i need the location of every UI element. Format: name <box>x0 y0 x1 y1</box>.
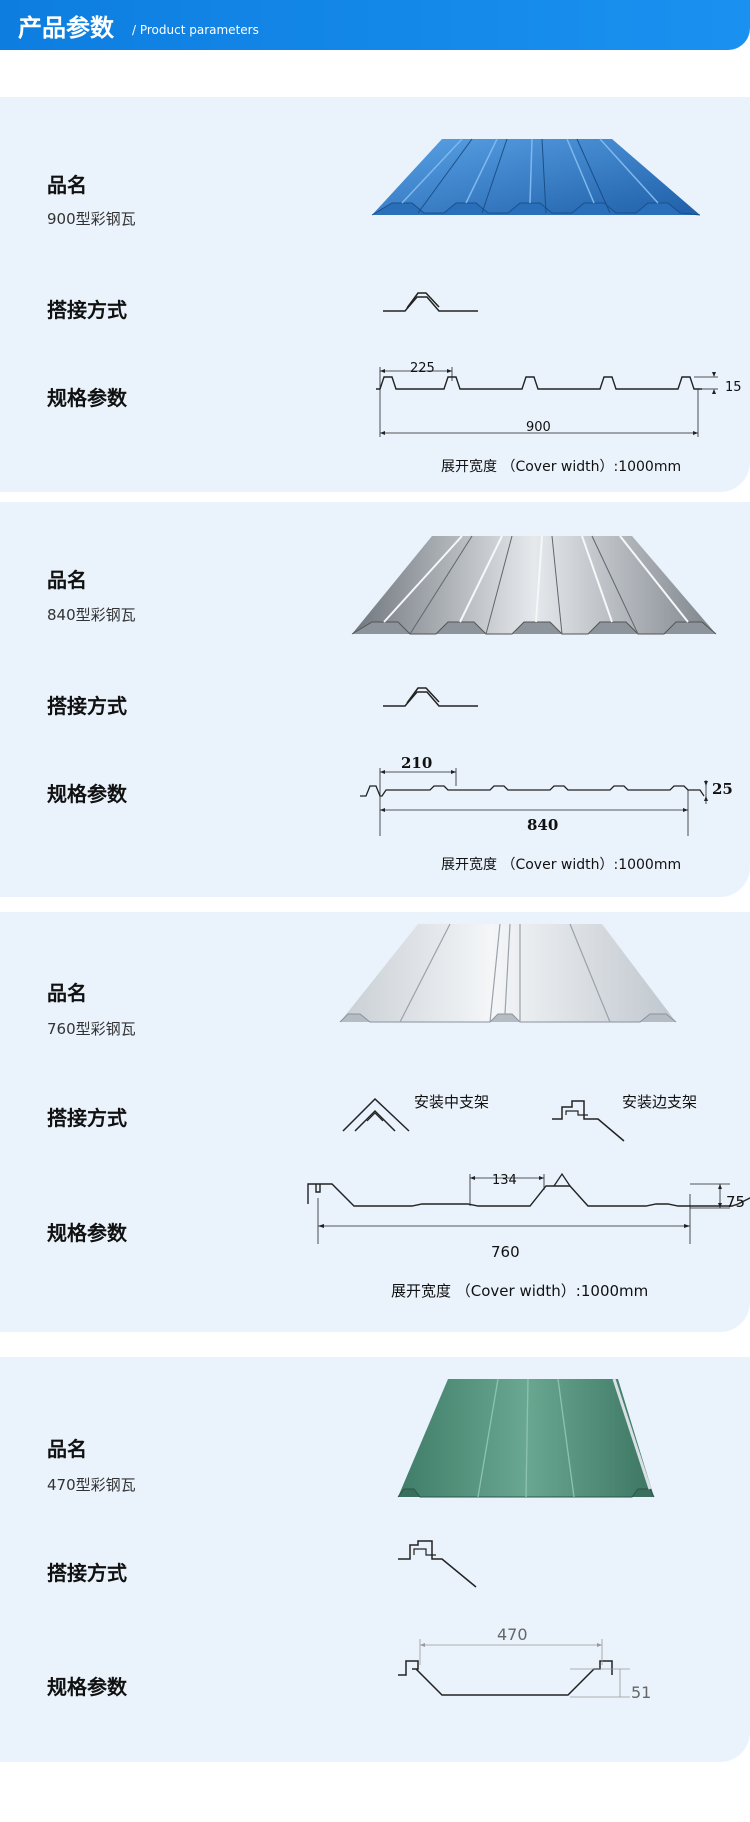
cover-width: 展开宽度 （Cover width）:1000mm <box>441 857 682 873</box>
product-panel-760: 品名 760型彩钢瓦 搭接方式 安装中支架 安装边支架 规格参数 <box>0 912 750 1332</box>
spec-width: 470 <box>497 1625 528 1644</box>
product-name-value: 840型彩钢瓦 <box>47 606 136 624</box>
spec-label: 规格参数 <box>47 1221 127 1245</box>
lap-method-label: 搭接方式 <box>47 1106 127 1130</box>
spec-label: 规格参数 <box>47 386 127 410</box>
product-image-840 <box>351 535 717 635</box>
spec-label: 规格参数 <box>47 1675 127 1699</box>
spec-diagram-840 <box>360 768 708 836</box>
spec-diagram-900 <box>376 367 718 437</box>
product-panel-470: 品名 470型彩钢瓦 搭接方式 规格参数 470 51 <box>0 1357 750 1762</box>
lap-diagram-760-middle <box>342 1097 410 1132</box>
spec-height: 15 <box>725 380 742 395</box>
lap-diagram-840 <box>383 687 478 707</box>
cover-width: 展开宽度 （Cover width）:1000mm <box>441 459 682 475</box>
product-name-value: 760型彩钢瓦 <box>47 1020 136 1038</box>
lap-diagram-900 <box>383 292 478 312</box>
lap-diagram-760-side <box>552 1100 625 1142</box>
lap-method-label: 搭接方式 <box>47 694 127 718</box>
product-panel-900: 品名 900型彩钢瓦 搭接方式 规格参数 <box>0 97 750 492</box>
lap-method-label: 搭接方式 <box>47 298 127 322</box>
lap-label-middle: 安装中支架 <box>414 1093 490 1111</box>
product-name-label: 品名 <box>47 981 87 1005</box>
page-header: 产品参数 / Product parameters <box>0 0 750 50</box>
spec-diagram-470 <box>398 1639 630 1698</box>
cover-width: 展开宽度 （Cover width）:1000mm <box>391 1282 649 1300</box>
product-image-470 <box>397 1378 655 1498</box>
spec-pitch: 225 <box>410 361 435 376</box>
page-title: 产品参数 <box>18 14 114 42</box>
spec-height: 75 <box>726 1193 746 1211</box>
product-name-value: 900型彩钢瓦 <box>47 210 136 228</box>
page-subtitle: / Product parameters <box>132 23 259 37</box>
spec-height: 25 <box>712 780 733 798</box>
spec-diagram-760 <box>307 1172 750 1244</box>
product-image-760 <box>339 923 677 1023</box>
product-name-label: 品名 <box>47 173 87 197</box>
spec-width: 840 <box>527 816 559 834</box>
spec-pitch: 134 <box>492 1173 517 1188</box>
product-image-900 <box>371 138 701 216</box>
product-name-label: 品名 <box>47 568 87 592</box>
lap-method-label: 搭接方式 <box>47 1561 127 1585</box>
product-name-value: 470型彩钢瓦 <box>47 1476 136 1494</box>
spec-height: 51 <box>631 1683 652 1702</box>
spec-width: 900 <box>526 420 551 435</box>
product-panel-840: 品名 840型彩钢瓦 搭接方式 规格参数 <box>0 502 750 897</box>
spec-label: 规格参数 <box>47 782 127 806</box>
spec-width: 760 <box>491 1243 520 1261</box>
lap-label-side: 安装边支架 <box>622 1093 698 1111</box>
lap-diagram-470 <box>398 1540 477 1588</box>
product-name-label: 品名 <box>47 1437 87 1461</box>
spec-pitch: 210 <box>401 754 433 772</box>
